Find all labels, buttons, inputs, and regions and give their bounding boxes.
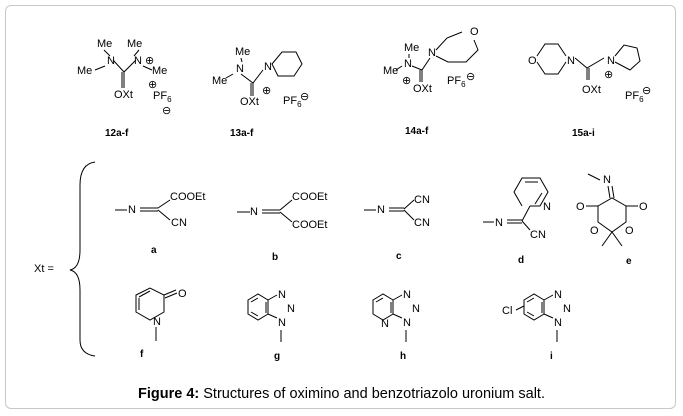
structure-13: Me N Me N ⊕ OXt PF6 ⊖ 13a-f <box>212 46 309 139</box>
atom-o: O <box>528 55 537 67</box>
substituent-f: O N f <box>135 287 187 360</box>
curly-brace <box>69 161 96 357</box>
atom-me: Me <box>212 75 227 87</box>
atom-o: O <box>178 288 187 300</box>
negative-charge-icon: ⊖ <box>642 85 651 97</box>
substituent-label-e: e <box>626 256 632 267</box>
atom-n: N <box>603 174 611 186</box>
group-cn: CN <box>171 217 187 229</box>
substituent-b: N COOEt COOEt b <box>237 191 327 263</box>
substituent-d: N CN N d <box>483 177 551 266</box>
group-cn: CN <box>414 194 430 206</box>
substituent-e: N O O O O e <box>576 173 648 267</box>
positive-charge-icon: ⊕ <box>604 69 613 81</box>
atom-n: N <box>381 318 389 330</box>
compound-label-13: 13a-f <box>230 128 254 139</box>
atom-me: Me <box>152 65 167 77</box>
pf6-label: PF6 <box>625 90 644 104</box>
substituent-i: Cl N N N i <box>502 289 571 362</box>
compound-label-12: 12a-f <box>105 128 129 139</box>
substituent-a: N COOEt CN a <box>115 191 205 256</box>
atom-n: N <box>563 303 571 315</box>
atom-o: O <box>639 201 648 213</box>
substituent-c: N CN CN c <box>364 194 430 262</box>
positive-charge-icon: ⊕ <box>148 79 157 91</box>
atom-n: N <box>428 47 436 59</box>
atom-n: N <box>153 316 161 328</box>
figure-frame <box>5 5 676 409</box>
pf6-label: PF6 <box>283 95 302 109</box>
negative-charge-icon: ⊖ <box>466 71 475 83</box>
structure-12: Me Me N N ⊕ Me Me ⊕ OXt PF6 ⊖ 12a-f <box>77 38 172 139</box>
atom-n: N <box>543 201 551 213</box>
atom-n: N <box>495 217 503 229</box>
figure-caption-text: Structures of oximino and benzotriazolo … <box>199 386 545 402</box>
atom-oxt: OXt <box>413 83 432 95</box>
atom-n: N <box>278 289 286 301</box>
substituent-label-h: h <box>400 351 406 362</box>
atom-me: Me <box>97 38 112 50</box>
group-cooet: COOEt <box>170 191 205 203</box>
structure-14: Me N Me ⊕ N O OXt PF6 ⊖ 14a-f <box>383 26 479 137</box>
atom-n: N <box>278 317 286 329</box>
atom-me: Me <box>404 42 419 54</box>
pf6-label: PF6 <box>447 75 466 89</box>
atom-n: N <box>250 206 258 218</box>
substituent-label-c: c <box>396 251 402 262</box>
atom-me: Me <box>235 46 250 58</box>
atom-cl: Cl <box>502 305 512 317</box>
atom-n: N <box>403 289 411 301</box>
structure-15: O N N ⊕ OXt PF6 ⊖ 15a-i <box>528 43 651 139</box>
atom-me: Me <box>383 65 398 77</box>
substituent-label-g: g <box>274 351 280 362</box>
atom-n: N <box>412 303 420 315</box>
atom-n: N <box>134 55 142 67</box>
atom-n: N <box>404 58 412 70</box>
atom-n: N <box>554 317 562 329</box>
pf6-label: PF6 <box>153 90 172 104</box>
figure-caption-label: Figure 4: <box>138 386 200 402</box>
atom-oxt: OXt <box>582 84 601 96</box>
negative-charge-icon: ⊖ <box>162 105 171 117</box>
substituent-label-i: i <box>550 351 553 362</box>
atom-n: N <box>403 317 411 329</box>
atom-n: N <box>107 55 115 67</box>
atom-n: N <box>264 61 272 73</box>
atom-n: N <box>236 63 244 75</box>
group-cooet: COOEt <box>292 219 327 231</box>
substituent-label-f: f <box>140 349 144 360</box>
atom-o: O <box>576 201 585 213</box>
atom-n: N <box>567 55 575 67</box>
compound-label-14: 14a-f <box>405 126 429 137</box>
atom-o: O <box>625 225 634 237</box>
substituent-label-b: b <box>272 252 278 263</box>
compound-label-15: 15a-i <box>572 128 595 139</box>
atom-oxt: OXt <box>114 89 133 101</box>
atom-o: O <box>470 26 479 38</box>
group-cn: CN <box>530 229 546 241</box>
group-cn: CN <box>414 217 430 229</box>
atom-me: Me <box>77 65 92 77</box>
substituent-label-d: d <box>518 255 524 266</box>
figure-caption: Figure 4: Structures of oximino and benz… <box>0 386 683 402</box>
atom-n: N <box>554 289 562 301</box>
substituent-h: N N N N h <box>372 289 420 362</box>
atom-n: N <box>128 204 136 216</box>
positive-charge-icon: ⊕ <box>262 85 271 97</box>
substituent-g: N N N g <box>247 289 295 362</box>
atom-me: Me <box>127 38 142 50</box>
group-cooet: COOEt <box>292 191 327 203</box>
atom-n: N <box>287 303 295 315</box>
xt-label: Xt = <box>34 263 54 275</box>
atom-n: N <box>377 204 385 216</box>
positive-charge-icon: ⊕ <box>145 55 154 67</box>
negative-charge-icon: ⊖ <box>300 91 309 103</box>
substituent-label-a: a <box>151 245 157 256</box>
positive-charge-icon: ⊕ <box>402 75 411 87</box>
atom-oxt: OXt <box>240 96 259 108</box>
atom-n: N <box>607 55 615 67</box>
atom-o: O <box>590 225 599 237</box>
